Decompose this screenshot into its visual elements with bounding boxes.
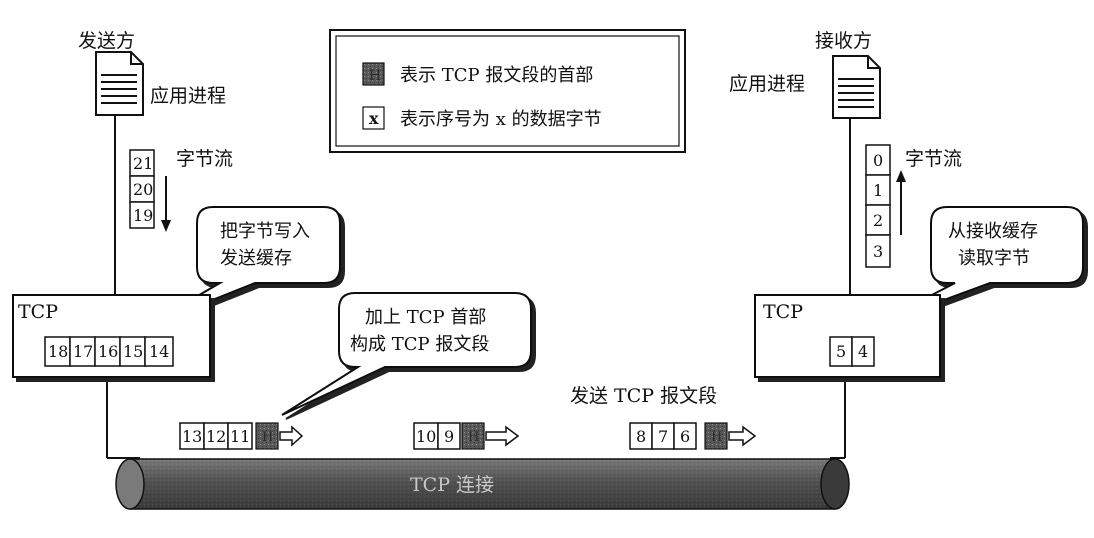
sender-stream [129,149,155,229]
legend-header-swatch: H [362,62,385,86]
legend-byte-symbol: x [369,109,379,128]
receiver-bubble-line: 从接收缓存 [948,221,1038,242]
segment-byte: 9 [444,427,454,446]
sender-tcp-label: TCP [18,301,58,323]
segment-arrow [485,425,520,447]
sender-buffer-byte: 16 [98,342,118,361]
legend-header-symbol: H [369,68,381,84]
segment-byte: 10 [416,427,436,446]
receiver-stream-byte: 2 [873,211,883,230]
receiver-title: 接收方 [815,30,872,52]
tcp-connection-label: TCP 连接 [410,474,494,496]
receiver-buffer [829,336,875,367]
segment-header-symbol: H [262,430,273,445]
segment-byte: 6 [680,427,690,446]
receiver-stream-byte: 1 [873,181,883,200]
segment-header [461,422,485,450]
send-segment-label: 发送 TCP 报文段 [570,385,717,407]
segment-bubble-line: 加上 TCP 首部 [365,307,486,328]
segment-header-symbol: H [468,430,479,445]
segment: H [179,422,304,450]
legend-box [329,29,686,153]
receiver-document-icon [832,55,881,119]
receiver-tcp-label: TCP [763,301,803,323]
segment-bubble [281,292,532,416]
sender-process-label: 应用进程 [150,85,226,107]
sender-stream-label: 字节流 [176,148,233,170]
legend-byte-label: 表示序号为 x 的数据字节 [400,109,602,130]
tcp-connection-pipe [115,458,850,510]
segment-bubble-line: 构成 TCP 报文段 [350,334,489,355]
receiver-stream [865,144,891,268]
receiver-stream-arrow [896,170,906,235]
connection-lines [106,100,851,459]
sender-stream-arrow [161,176,171,232]
sender-bubble-line: 发送缓存 [220,248,292,269]
segment-header [255,422,279,450]
sender-buffer-byte: 14 [149,342,169,361]
segment-byte: 11 [230,427,250,446]
segment-byte: 8 [636,427,646,446]
segment-byte: 12 [206,427,226,446]
segment: H [413,422,520,450]
sender-buffer-byte: 15 [123,342,143,361]
sender-document-icon [95,51,144,116]
sender-stream-byte: 19 [133,206,153,225]
segment-header-symbol: H [711,430,722,445]
receiver-process-label: 应用进程 [729,73,805,95]
sender-stream-byte: 21 [133,154,153,173]
receiver-stream-label: 字节流 [905,148,962,170]
segment-arrow [728,425,757,447]
receiver-stream-byte: 0 [873,151,883,170]
receiver-bubble-line: 读取字节 [958,248,1030,269]
legend-header-label: 表示 TCP 报文段的首部 [400,65,593,86]
sender-bubble-line: 把字节写入 [220,221,310,242]
segment: H [629,422,757,450]
receiver-buffer-byte: 5 [836,342,846,361]
receiver-buffer-byte: 4 [858,342,868,361]
sender-stream-byte: 20 [133,180,153,199]
segment-header [704,422,728,450]
sender-buffer-byte: 18 [48,342,68,361]
sender-title: 发送方 [78,30,135,52]
segment-byte: 13 [182,427,202,446]
segment-byte: 7 [658,427,668,446]
receiver-stream-byte: 3 [873,242,883,261]
sender-buffer [44,336,174,367]
sender-buffer-byte: 17 [73,342,93,361]
segment-arrow [279,425,304,447]
legend-byte-swatch [362,106,385,130]
